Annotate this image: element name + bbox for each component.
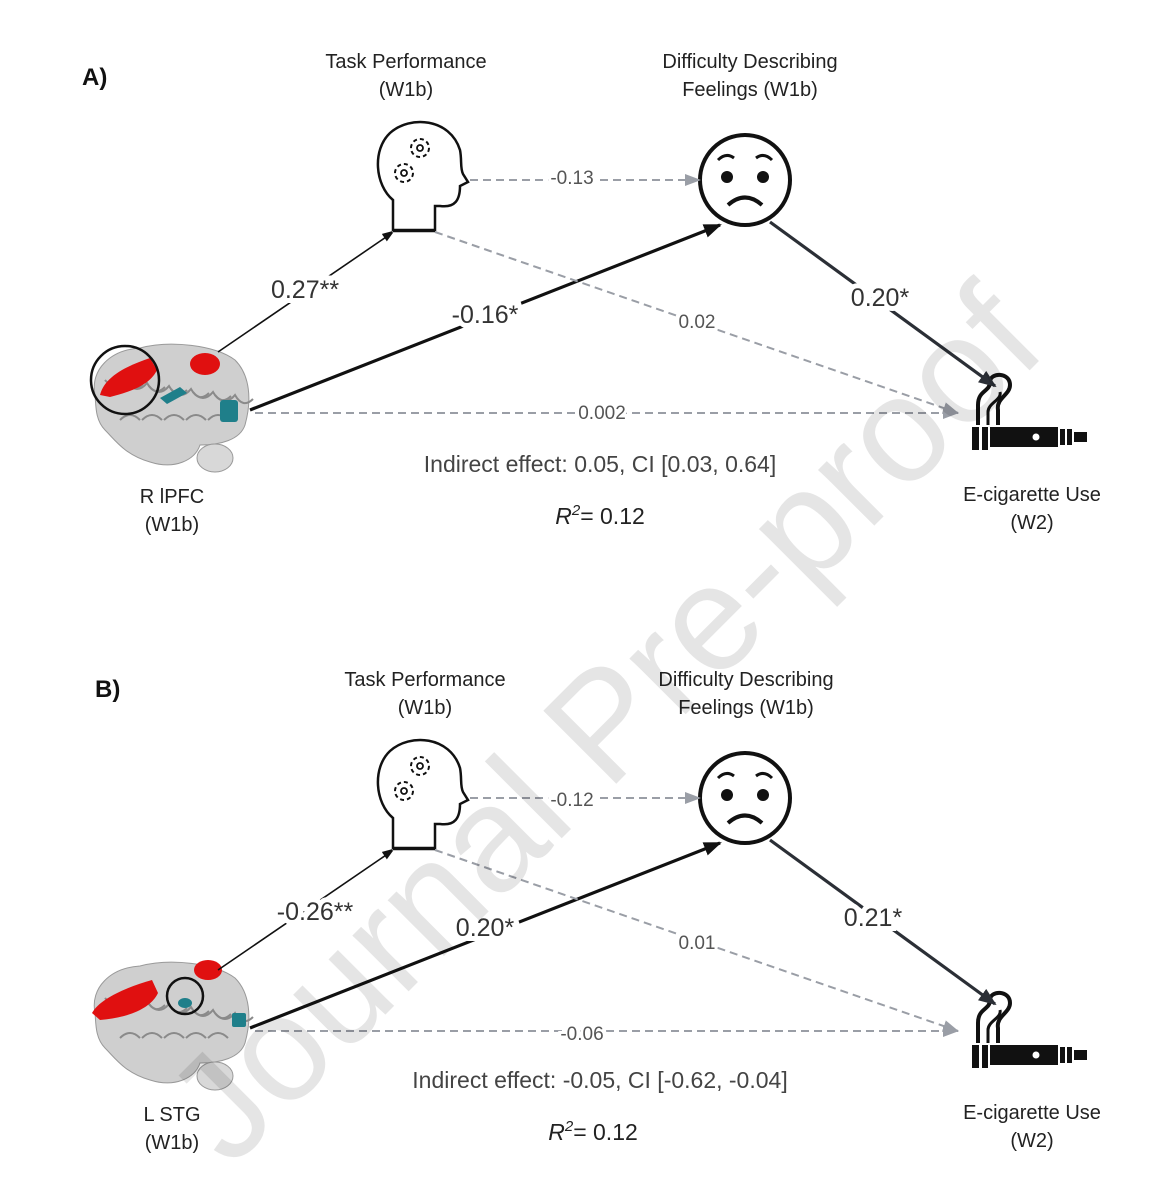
path-predictor-to-m2	[249, 841, 722, 1030]
brain-image	[89, 343, 254, 473]
r-squared: R2= 0.12	[555, 502, 645, 529]
outcome-wave: (W2)	[1010, 1130, 1053, 1152]
mediator2-wave: Feelings (W1b)	[678, 697, 814, 719]
paths	[217, 792, 997, 1037]
outcome-wave: (W2)	[1010, 512, 1053, 534]
path-m1-to-outcome	[434, 231, 959, 414]
paths	[217, 174, 997, 419]
coef-predictor-to-outcome: 0.002	[578, 403, 626, 424]
panel-b: B) Task Performance (W1b) Difficulty Descri…	[92, 669, 1101, 1154]
r-squared: R2= 0.12	[548, 1118, 638, 1145]
coef-m1-to-m2: -0.12	[550, 790, 593, 811]
coef-predictor-to-m2: -0.16*	[452, 301, 519, 329]
mediator1-wave: (W1b)	[379, 79, 433, 101]
coef-predictor-to-m1: 0.27**	[271, 276, 339, 304]
r-squared-symbol: R	[548, 1119, 565, 1145]
head-gears-icon	[376, 738, 470, 851]
outcome-label: E-cigarette Use	[963, 1102, 1101, 1124]
coef-m1-to-m2: -0.13	[550, 168, 593, 189]
indirect-effect: Indirect effect: 0.05, CI [0.03, 0.64]	[424, 451, 776, 477]
predictor-wave: (W1b)	[145, 1132, 199, 1154]
r-squared-value: = 0.12	[580, 503, 645, 529]
worried-face-icon	[698, 133, 792, 227]
predictor-label: R lPFC	[140, 486, 204, 508]
mediator1-wave: (W1b)	[398, 697, 452, 719]
coef-m1-to-outcome: 0.02	[679, 312, 716, 333]
r-squared-value: = 0.12	[573, 1119, 638, 1145]
coef-m2-to-outcome: 0.21*	[844, 904, 903, 932]
path-predictor-to-m1	[217, 851, 392, 971]
predictor-wave: (W1b)	[145, 514, 199, 536]
mediator2-label: Difficulty Describing	[662, 51, 837, 73]
predictor-label: L STG	[143, 1104, 200, 1126]
path-m1-to-outcome	[434, 849, 959, 1032]
panel-label: B)	[95, 676, 120, 703]
r-squared-symbol: R	[555, 503, 572, 529]
path-m2-to-outcome	[769, 220, 997, 388]
head-gears-icon	[376, 120, 470, 233]
worried-face-icon	[698, 751, 792, 845]
path-predictor-to-m2	[249, 223, 722, 412]
e-cigarette-icon	[972, 372, 1087, 450]
watermark: Journal Pre-proof	[134, 254, 1072, 1192]
path-m2-to-outcome	[769, 838, 997, 1006]
outcome-label: E-cigarette Use	[963, 484, 1101, 506]
panel-a: A) Task Performance (W1b) Difficulty Descri…	[82, 51, 1101, 536]
mediator1-label: Task Performance	[325, 51, 486, 73]
coef-predictor-to-m2: 0.20*	[456, 914, 515, 942]
mediator2-wave: Feelings (W1b)	[682, 79, 818, 101]
mediator2-label: Difficulty Describing	[658, 669, 833, 691]
coef-m2-to-outcome: 0.20*	[851, 284, 910, 312]
panel-label: A)	[82, 64, 107, 91]
mediator1-label: Task Performance	[344, 669, 505, 691]
r-squared-exponent: 2	[564, 1118, 574, 1135]
path-predictor-to-m1	[217, 233, 392, 353]
coef-predictor-to-m1: -0.26**	[277, 898, 354, 926]
r-squared-exponent: 2	[571, 502, 581, 519]
e-cigarette-icon	[972, 990, 1087, 1068]
brain-image	[92, 960, 254, 1091]
coef-predictor-to-outcome: -0.06	[560, 1024, 603, 1045]
indirect-effect: Indirect effect: -0.05, CI [-0.62, -0.04…	[412, 1067, 787, 1093]
coef-m1-to-outcome: 0.01	[679, 933, 716, 954]
